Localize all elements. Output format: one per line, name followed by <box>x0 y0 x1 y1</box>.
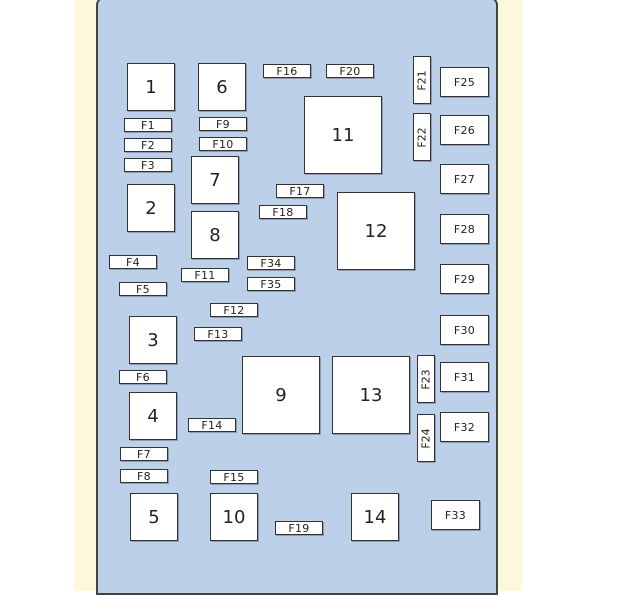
fuse-f4: F4 <box>109 255 157 269</box>
relay-10: 10 <box>210 493 258 541</box>
fuse-box-panel: 1 2 3 4 5 6 7 8 9 10 11 12 13 14 F1 F2 F… <box>96 0 498 595</box>
fuse-f25: F25 <box>440 67 489 97</box>
fuse-f29: F29 <box>440 264 489 294</box>
fuse-f32: F32 <box>440 412 489 442</box>
right-background-strip <box>498 0 522 591</box>
fuse-f23: F23 <box>417 355 435 403</box>
relay-9: 9 <box>242 356 320 434</box>
fuse-f23-label: F23 <box>419 368 433 390</box>
relay-2: 2 <box>127 184 175 232</box>
fuse-f1: F1 <box>124 118 172 132</box>
fuse-f26: F26 <box>440 115 489 145</box>
fuse-f12: F12 <box>210 303 258 317</box>
fuse-f22: F22 <box>413 113 431 161</box>
fuse-f21: F21 <box>413 56 431 104</box>
relay-11: 11 <box>304 96 382 174</box>
relay-13: 13 <box>332 356 410 434</box>
fuse-f30: F30 <box>440 315 489 345</box>
fuse-f8: F8 <box>120 469 168 483</box>
relay-4: 4 <box>129 392 177 440</box>
fuse-f17: F17 <box>276 184 324 198</box>
relay-7: 7 <box>191 156 239 204</box>
relay-12: 12 <box>337 192 415 270</box>
relay-6: 6 <box>198 63 246 111</box>
fuse-f20: F20 <box>326 64 374 78</box>
fuse-f28: F28 <box>440 214 489 244</box>
fuse-f5: F5 <box>119 282 167 296</box>
fuse-f11: F11 <box>181 268 229 282</box>
relay-3: 3 <box>129 316 177 364</box>
fuse-f34: F34 <box>247 256 295 270</box>
relay-5: 5 <box>130 493 178 541</box>
fuse-f27: F27 <box>440 164 489 194</box>
fuse-f3: F3 <box>124 158 172 172</box>
relay-1: 1 <box>127 63 175 111</box>
fuse-f16: F16 <box>263 64 311 78</box>
relay-14: 14 <box>351 493 399 541</box>
fuse-f15: F15 <box>210 470 258 484</box>
fuse-f9: F9 <box>199 117 247 131</box>
fuse-f19: F19 <box>275 521 323 535</box>
fuse-f6: F6 <box>119 370 167 384</box>
fuse-f7: F7 <box>120 447 168 461</box>
fuse-f24-label: F24 <box>419 427 433 449</box>
left-background-strip <box>74 0 97 591</box>
fuse-f14: F14 <box>188 418 236 432</box>
fuse-f18: F18 <box>259 205 307 219</box>
fuse-f2: F2 <box>124 138 172 152</box>
fuse-f31: F31 <box>440 362 489 392</box>
fuse-f35: F35 <box>247 277 295 291</box>
fuse-f10: F10 <box>199 137 247 151</box>
fuse-f22-label: F22 <box>415 126 429 148</box>
fuse-f33: F33 <box>431 500 480 530</box>
relay-8: 8 <box>191 211 239 259</box>
fuse-f13: F13 <box>194 327 242 341</box>
fuse-f21-label: F21 <box>415 69 429 91</box>
fuse-f24: F24 <box>417 414 435 462</box>
